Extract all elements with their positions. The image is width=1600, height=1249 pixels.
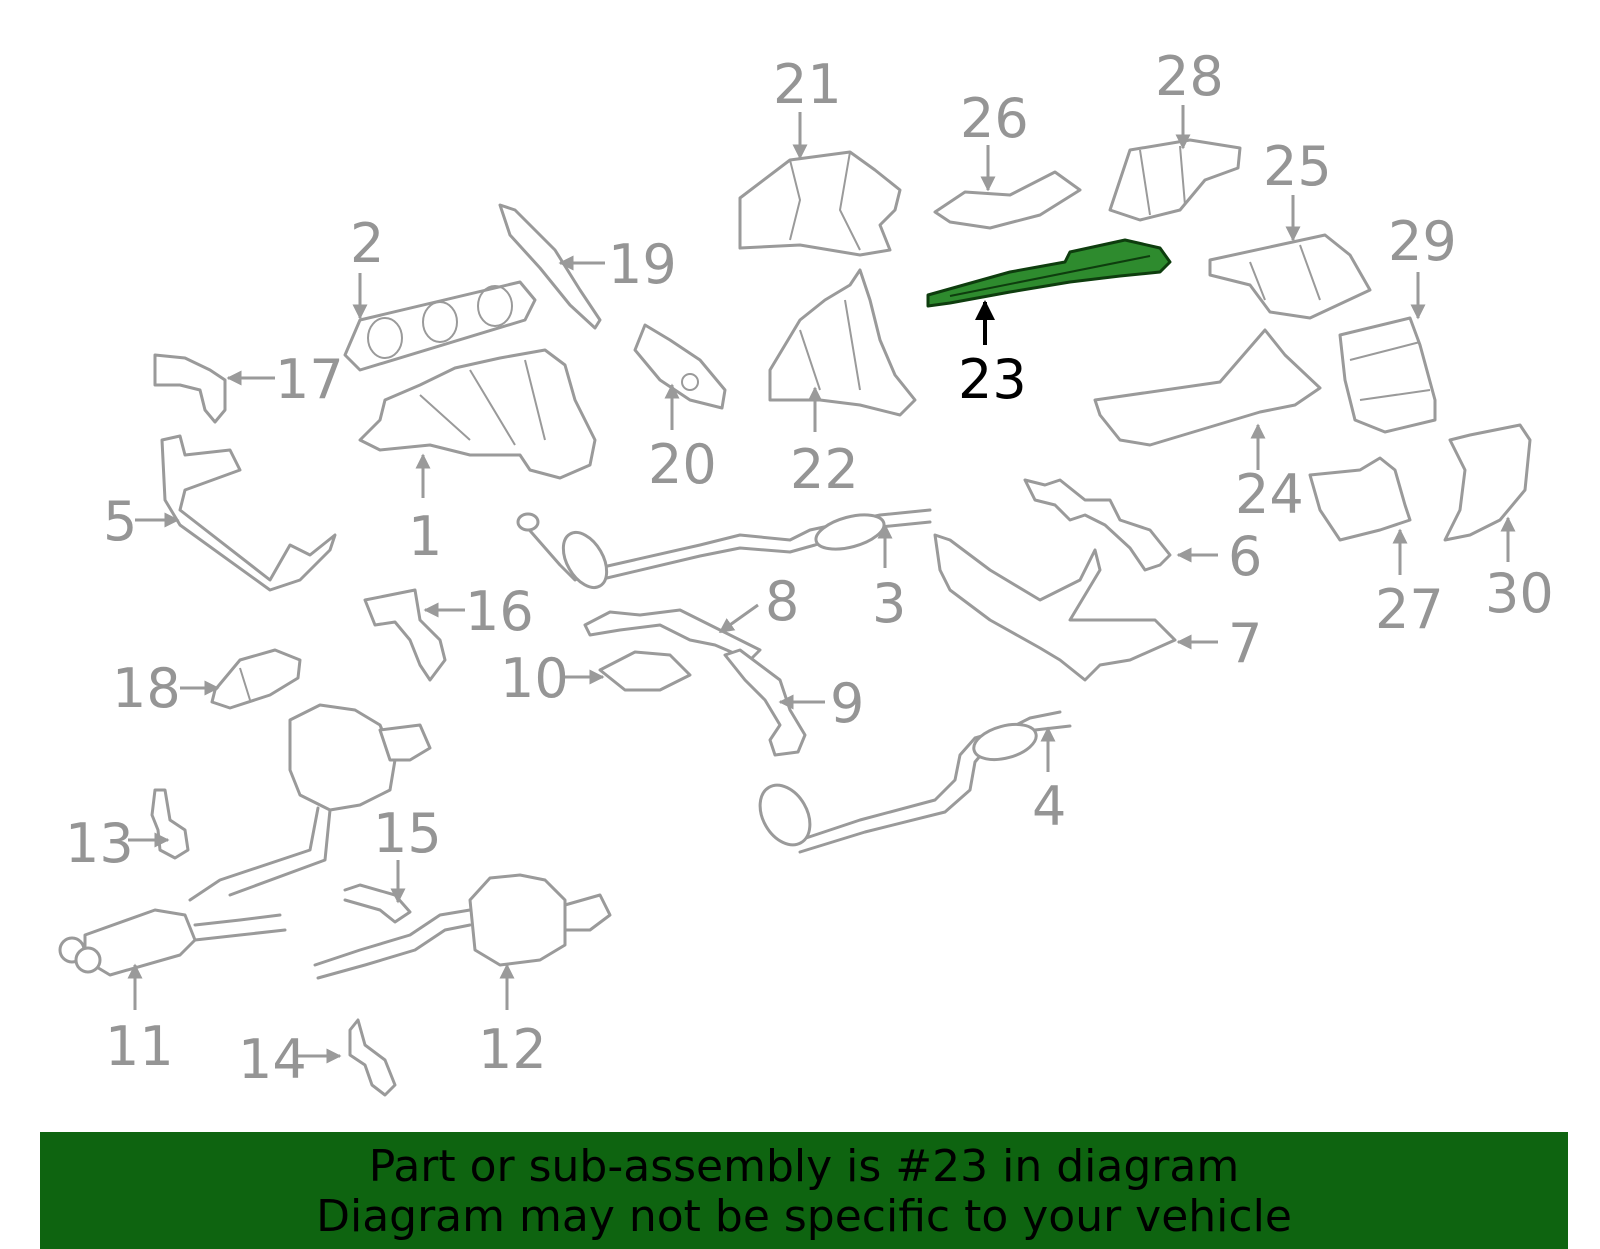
callout-9: 9 (830, 672, 864, 735)
part-22-heat-shield[interactable] (768, 268, 917, 417)
part-29-heat-shield[interactable] (1338, 316, 1437, 434)
part-6-bracket[interactable] (1023, 478, 1172, 572)
callout-25: 25 (1263, 135, 1332, 198)
callout-29: 29 (1388, 210, 1457, 273)
info-banner: Part or sub-assembly is #23 in diagram D… (40, 1132, 1568, 1249)
callout-4: 4 (1032, 775, 1066, 838)
part-14-hanger[interactable] (348, 1018, 397, 1097)
part-1-exhaust-manifold[interactable] (358, 348, 597, 480)
part-12-muffler[interactable] (313, 873, 612, 980)
callout-15: 15 (373, 802, 442, 865)
part-9-bracket[interactable] (723, 648, 807, 757)
part-4-catalytic-converter[interactable] (750, 710, 1072, 854)
part-10-bracket[interactable] (598, 650, 692, 692)
part-15-hanger[interactable] (343, 883, 412, 924)
callout-21: 21 (773, 53, 842, 116)
callout-3: 3 (872, 572, 906, 635)
parts-diagram: 1 2 3 4 5 6 7 8 9 10 11 12 13 14 15 16 1… (58, 45, 1554, 1097)
part-3-exhaust-pipe[interactable] (516, 508, 932, 595)
part-13-hanger[interactable] (150, 788, 190, 860)
part-23-heat-shield-highlighted[interactable] (926, 238, 1172, 308)
callout-28: 28 (1155, 45, 1224, 108)
part-11-muffler[interactable] (58, 703, 432, 977)
callout-8: 8 (765, 570, 799, 633)
callout-19: 19 (608, 233, 677, 296)
banner-line-2: Diagram may not be specific to your vehi… (316, 1191, 1292, 1242)
part-20-heat-shield[interactable] (633, 323, 727, 410)
callout-16: 16 (465, 580, 534, 643)
callout-17: 17 (275, 348, 344, 411)
part-25-heat-shield[interactable] (1208, 233, 1372, 320)
part-30-heat-shield[interactable] (1443, 423, 1532, 542)
callout-2: 2 (350, 212, 384, 275)
part-21-heat-shield[interactable] (738, 150, 902, 257)
callout-arrows (127, 105, 1516, 1064)
callout-6: 6 (1228, 525, 1262, 588)
part-16-bracket[interactable] (363, 588, 447, 682)
callout-13: 13 (65, 812, 134, 875)
callout-14: 14 (238, 1028, 307, 1091)
callout-26: 26 (960, 87, 1029, 150)
part-7-bracket[interactable] (933, 533, 1177, 682)
callout-20: 20 (648, 433, 717, 496)
callout-27: 27 (1375, 578, 1444, 641)
part-8-bracket[interactable] (583, 608, 762, 662)
part-28-heat-shield[interactable] (1108, 138, 1242, 222)
part-24-heat-shield[interactable] (1093, 328, 1322, 447)
callout-labels: 1 2 3 4 5 6 7 8 9 10 11 12 13 14 15 16 1… (65, 45, 1554, 1091)
part-17-bracket[interactable] (153, 353, 227, 424)
part-19-gasket[interactable] (498, 203, 602, 330)
callout-7: 7 (1228, 612, 1262, 675)
callout-18: 18 (112, 657, 181, 720)
part-26-heat-shield[interactable] (933, 170, 1082, 230)
part-18-tip[interactable] (210, 648, 302, 710)
part-2-exhaust-manifold-gasket[interactable] (343, 280, 537, 372)
callout-24: 24 (1235, 463, 1304, 526)
callout-1: 1 (408, 505, 442, 568)
banner-line-1: Part or sub-assembly is #23 in diagram (368, 1141, 1240, 1192)
callout-30: 30 (1485, 562, 1554, 625)
callout-23-highlighted: 23 (958, 348, 1027, 411)
callout-11: 11 (105, 1015, 174, 1078)
callout-22: 22 (790, 438, 859, 501)
part-27-heat-shield[interactable] (1308, 456, 1412, 542)
callout-5: 5 (103, 490, 137, 553)
part-5-bracket[interactable] (160, 434, 337, 592)
callout-10: 10 (500, 647, 569, 710)
callout-12: 12 (478, 1018, 547, 1081)
